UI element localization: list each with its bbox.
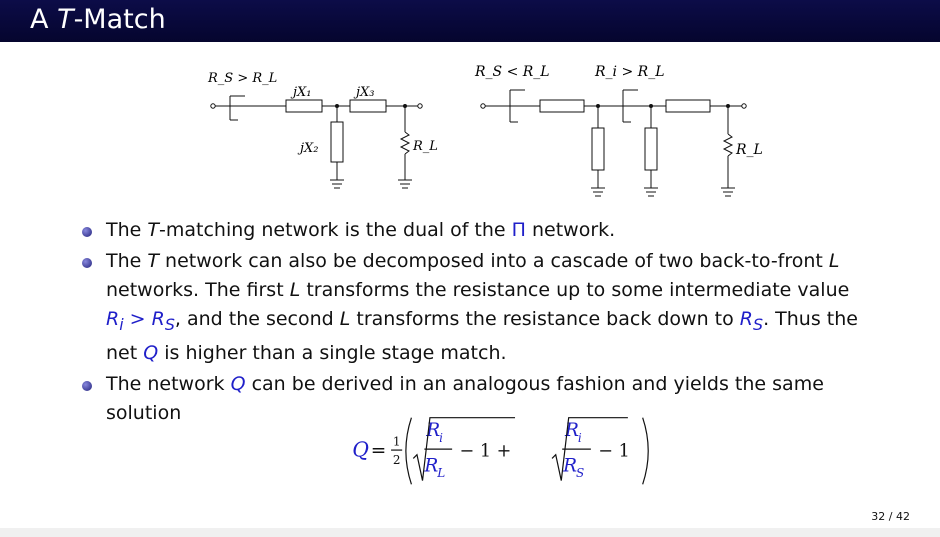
bullet-icon xyxy=(82,227,92,237)
bullet-list: The T-matching network is the dual of th… xyxy=(82,216,902,430)
eq-minus2: − 1 xyxy=(598,442,629,462)
eq-den2-sub: S xyxy=(576,466,584,480)
right-condition-rs-rl: R_S < R_L xyxy=(474,64,550,80)
t-network-circuit: R_S > R_L jX₁ jX₃ jX₂ R_L xyxy=(207,71,438,189)
bullet-item: The T network can also be decomposed int… xyxy=(82,247,902,368)
label-jx2: jX₂ xyxy=(297,141,319,156)
bullet-item: The T-matching network is the dual of th… xyxy=(82,216,902,245)
right-condition-ri-rl: R_i > R_L xyxy=(594,64,665,80)
eq-equals: = xyxy=(371,441,387,462)
eq-lhs: Q xyxy=(352,438,369,462)
cascade-l-circuit: R_S < R_L R_i > R_L R_L xyxy=(474,64,763,197)
q-equation: Q R i R L R i R S = 1 2 − 1 + − 1 xyxy=(352,417,649,485)
eq-minus1: − 1 + xyxy=(460,442,512,462)
bullet-icon xyxy=(82,258,92,268)
eq-den2: R xyxy=(562,455,577,476)
label-jx3: jX₃ xyxy=(353,85,375,100)
footer-bar xyxy=(0,528,940,537)
bullet-item: The network Q can be derived in an analo… xyxy=(82,370,902,428)
eq-den1-sub: L xyxy=(436,466,445,480)
label-jx1: jX₁ xyxy=(290,85,312,100)
title-bar: A T-Match xyxy=(0,0,940,42)
eq-num2-sub: i xyxy=(578,431,582,445)
eq-den1: R xyxy=(423,455,438,476)
left-condition-label: R_S > R_L xyxy=(207,71,277,86)
eq-num1-sub: i xyxy=(439,431,443,445)
slide-title: A T-Match xyxy=(30,4,166,35)
eq-half-num: 1 xyxy=(393,434,401,448)
eq-half-den: 2 xyxy=(393,453,401,467)
label-rl-left: R_L xyxy=(412,139,438,154)
page-number: 32 / 42 xyxy=(871,510,910,523)
bullet-icon xyxy=(82,380,92,391)
label-rl-right: R_L xyxy=(735,142,763,158)
